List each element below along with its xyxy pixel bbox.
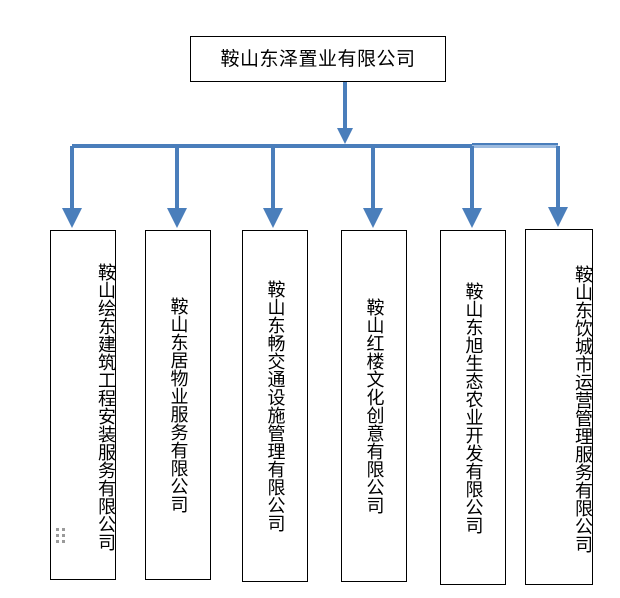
handle-dot xyxy=(56,534,59,537)
child-node-5-label: 鞍山东旭生态农业开发有限公司 xyxy=(462,281,484,534)
connector-drop-2 xyxy=(167,146,187,228)
connector-drop-5 xyxy=(462,146,482,228)
connector-drop-1 xyxy=(62,146,82,228)
connector-root-to-bus xyxy=(337,82,353,144)
root-node-parent-company[interactable]: 鞍山东泽置业有限公司 xyxy=(190,36,446,82)
child-node-2-label: 鞍山东居物业服务有限公司 xyxy=(167,297,189,513)
child-node-1-label: 鞍山绘东建筑工程安装服务有限公司 xyxy=(95,263,116,551)
handle-dot xyxy=(56,540,59,543)
connector-drop-3 xyxy=(263,146,283,228)
drag-handle-dots[interactable] xyxy=(56,528,65,543)
handle-dot xyxy=(62,534,65,537)
connector-drop-4 xyxy=(363,146,383,228)
child-node-2[interactable]: 鞍山东居物业服务有限公司 xyxy=(145,230,211,580)
handle-dot xyxy=(62,540,65,543)
child-node-4-label: 鞍山红楼文化创意有限公司 xyxy=(363,298,385,514)
child-node-4[interactable]: 鞍山红楼文化创意有限公司 xyxy=(341,230,407,582)
root-node-label: 鞍山东泽置业有限公司 xyxy=(220,47,416,70)
child-node-5[interactable]: 鞍山东旭生态农业开发有限公司 xyxy=(440,230,506,585)
child-node-1[interactable]: 鞍山绘东建筑工程安装服务有限公司 xyxy=(50,230,116,580)
connector-drop-6 xyxy=(548,146,568,227)
handle-dot xyxy=(62,528,65,531)
connector-horizontal-bus xyxy=(72,143,558,148)
handle-dot xyxy=(56,528,59,531)
child-node-6[interactable]: 鞍山东饮城市运营管理服务有限公司 xyxy=(525,229,593,585)
child-node-6-label: 鞍山东饮城市运营管理服务有限公司 xyxy=(572,265,593,553)
child-node-3-label: 鞍山东畅交通设施管理有限公司 xyxy=(264,280,286,532)
child-node-3[interactable]: 鞍山东畅交通设施管理有限公司 xyxy=(242,230,308,582)
